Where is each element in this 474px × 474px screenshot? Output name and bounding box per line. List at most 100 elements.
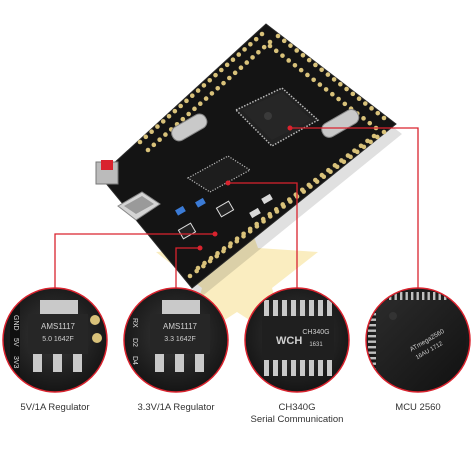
chip-pin	[460, 292, 463, 300]
header-pad	[286, 58, 292, 63]
header-pad	[267, 211, 273, 217]
chip-pin	[438, 292, 441, 300]
header-pad	[330, 91, 335, 97]
header-pad	[242, 47, 247, 52]
header-pad	[195, 88, 201, 93]
header-pad	[202, 260, 207, 266]
chip-pin	[300, 300, 305, 316]
chip-pin	[368, 384, 376, 387]
chip-pin	[318, 300, 323, 316]
caption-line: 3.3V/1A Regulator	[137, 402, 215, 413]
pcb-board	[95, 23, 402, 298]
chip-pin	[264, 360, 269, 376]
header-pad	[317, 82, 323, 87]
header-pad	[180, 116, 186, 122]
header-pad	[230, 57, 236, 63]
silk-label: 5V	[12, 338, 19, 347]
header-pad	[224, 62, 230, 68]
header-pad	[339, 158, 344, 163]
header-pad	[367, 120, 373, 126]
header-pad	[207, 77, 213, 83]
chip-marking: 3.3 1642F	[164, 336, 196, 343]
header-pad	[371, 133, 377, 139]
header-pad	[365, 138, 370, 144]
chip-pin	[309, 300, 314, 316]
chip-pin	[394, 292, 397, 300]
caption-line: 5V/1A Regulator	[20, 402, 90, 413]
header-pad	[151, 142, 157, 148]
header-pad	[267, 43, 273, 49]
header-pad	[381, 115, 387, 121]
header-pad	[338, 81, 343, 87]
header-pad	[313, 177, 318, 183]
header-pad	[248, 41, 253, 47]
crystal-right	[321, 109, 360, 138]
chip-pin	[291, 300, 296, 316]
header-pad	[323, 87, 329, 92]
lens-ch340g: WCH CH340G 1631	[244, 287, 350, 393]
chip-pin	[291, 360, 296, 376]
chip-pin	[318, 360, 323, 376]
caption-line: CH340G	[278, 402, 316, 413]
header-pad	[332, 163, 338, 168]
header-pad	[286, 197, 292, 202]
header-pad	[160, 119, 166, 124]
smd-components	[175, 193, 273, 240]
header-pad	[163, 132, 168, 137]
header-pad	[306, 57, 312, 63]
header-pins	[137, 31, 387, 279]
header-pad	[325, 72, 331, 77]
caption-ch340g: CH340G Serial Communication	[237, 402, 357, 426]
chip-marking: AMS1117	[41, 322, 75, 331]
header-pad	[361, 116, 366, 121]
header-pad	[155, 124, 160, 129]
chip-pin	[455, 292, 458, 300]
header-pad	[215, 85, 221, 91]
chip-pin	[309, 360, 314, 376]
header-pad	[208, 255, 214, 261]
callout-lines	[54, 127, 419, 289]
chip-pin	[327, 360, 332, 376]
header-pad	[267, 39, 273, 45]
header-pad	[227, 75, 232, 81]
header-pad	[313, 62, 318, 68]
header-pad	[319, 67, 324, 73]
chip-pin	[300, 360, 305, 376]
lens-mcu-2560: ATmega2560 16AU 1712	[365, 287, 471, 393]
chip-pin	[282, 300, 287, 316]
header-pad	[250, 55, 255, 60]
header-pad	[381, 129, 387, 135]
header-pad	[187, 273, 193, 279]
header-pad	[275, 33, 281, 39]
chip-pin	[282, 360, 287, 376]
silk-label: GND	[12, 315, 19, 331]
chip-pin	[405, 292, 408, 300]
header-pad	[244, 60, 250, 65]
board-body	[99, 23, 397, 289]
chip-pin	[368, 302, 376, 305]
header-pad	[215, 251, 220, 256]
chip-logo: WCH	[276, 335, 302, 347]
header-pad	[189, 93, 195, 99]
header-pad	[195, 265, 201, 271]
caption-3v3-regulator: 3.3V/1A Regulator	[120, 402, 232, 414]
chip-pin	[378, 292, 381, 300]
header-pad	[236, 52, 242, 57]
header-pad	[344, 86, 349, 92]
header-pad	[342, 101, 348, 107]
silk-label: D2	[131, 338, 138, 347]
header-pad	[186, 111, 191, 117]
chip-pin	[368, 379, 376, 382]
header-pad	[280, 202, 286, 207]
header-pad	[350, 91, 356, 97]
header-pad	[281, 38, 287, 44]
chip-pin	[368, 373, 376, 376]
header-pad	[145, 147, 151, 153]
header-pad	[149, 129, 154, 135]
chip-marking: CH340G	[302, 329, 329, 336]
chip-pin	[368, 351, 376, 354]
header-pad	[375, 110, 381, 116]
chip-pin	[368, 329, 376, 332]
chip-pin	[368, 346, 376, 349]
